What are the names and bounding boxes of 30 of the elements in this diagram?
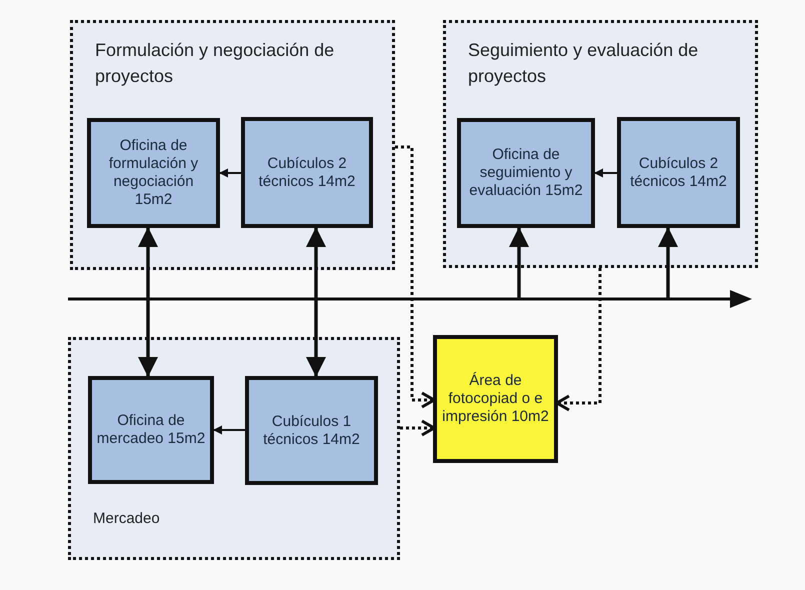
room-box: [617, 117, 740, 228]
room-label: Cubículos 2 técnicos 14m2: [258, 154, 356, 190]
arrow: [306, 227, 326, 377]
arrow: [213, 426, 245, 434]
room-box: [245, 376, 378, 485]
room-box: [241, 117, 373, 228]
room-label: Oficina de seguimiento y evaluación 15m2: [468, 146, 584, 200]
area-heading: Seguimiento y evaluación de proyectos: [468, 39, 700, 88]
dotted-arrow: [400, 420, 436, 436]
area-panel: [443, 20, 758, 268]
room-label: Cubículos 1 técnicos 14m2: [262, 412, 361, 448]
dotted-arrow: [556, 268, 602, 412]
room-label: Área de fotocopiad o e impresión 10m2: [441, 372, 550, 426]
area-panel: [68, 337, 400, 560]
arrow: [509, 227, 529, 299]
arrow: [594, 168, 617, 178]
room-box: [457, 118, 595, 228]
room-box: [88, 376, 214, 484]
room-label: Oficina de mercadeo 15m2: [96, 412, 206, 448]
room-box: [433, 335, 558, 463]
area-heading: Formulación y negociación de proyectos: [95, 39, 336, 88]
arrow: [658, 227, 678, 299]
arrow: [138, 227, 158, 377]
dotted-arrow: [395, 146, 436, 408]
room-label: Oficina de formulación y negociación 15m2: [108, 137, 200, 209]
area-heading: Mercadeo: [93, 509, 161, 529]
area-panel: [70, 20, 395, 270]
room-label: Cubículos 2 técnicos 14m2: [629, 154, 728, 190]
arrow: [219, 168, 241, 178]
room-box: [87, 118, 220, 228]
